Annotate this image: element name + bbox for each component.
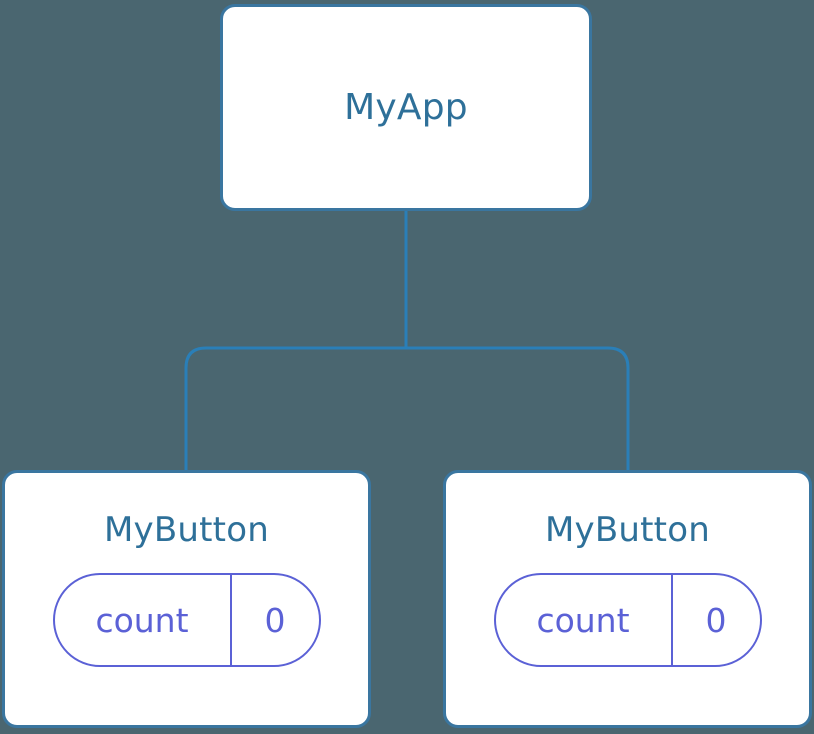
state-pill-left[interactable]: count 0 [52,573,321,667]
state-pill-left-key: count [95,600,189,640]
node-mybutton-left[interactable]: MyButton count 0 [2,470,371,728]
node-mybutton-right-label: MyButton [545,510,710,550]
state-pill-right-value: 0 [670,575,760,665]
edge-to-child-left [184,346,407,472]
node-myapp[interactable]: MyApp [220,4,592,211]
state-pill-right-key: count [536,600,630,640]
node-mybutton-left-label: MyButton [104,510,269,550]
state-pill-left-value: 0 [229,575,319,665]
node-mybutton-right[interactable]: MyButton count 0 [443,470,812,728]
edge-to-child-right [405,346,630,472]
state-pill-right[interactable]: count 0 [493,573,762,667]
node-myapp-label: MyApp [344,86,468,128]
